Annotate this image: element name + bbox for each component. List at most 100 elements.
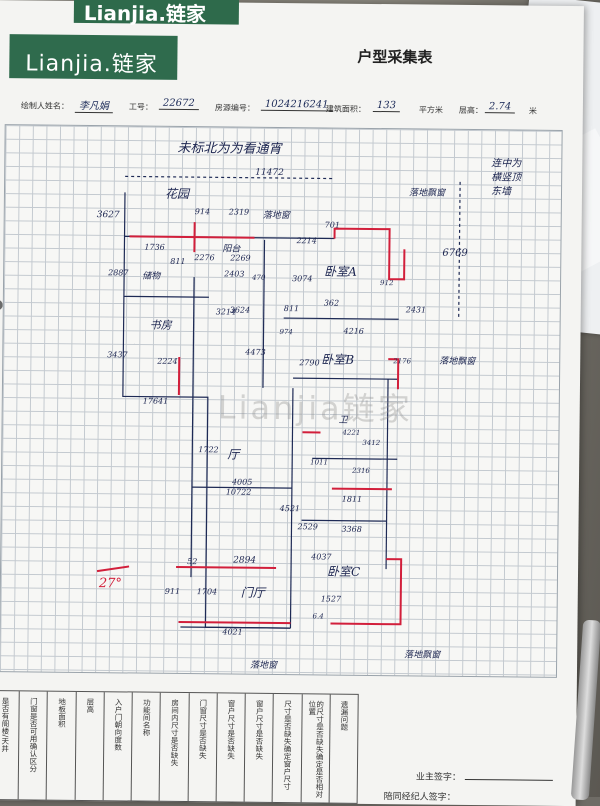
- table-col-header: 遗漏问题: [340, 701, 348, 731]
- dim-18: 811: [284, 304, 299, 313]
- dim-8: 2269: [230, 253, 250, 262]
- dim-45: 6.4: [313, 612, 324, 620]
- room-bedroom-c: 卧室C: [327, 563, 360, 580]
- dim-19: 362: [324, 298, 339, 307]
- dim-39: 2529: [297, 522, 317, 531]
- dim-42: 52: [187, 557, 197, 566]
- room-garden: 花园: [165, 185, 189, 202]
- checklist-table: 是否有阁楼/天井 门窗是否可用确认区分 地板面积 层高 入户门朝向度数 功能间名…: [0, 690, 359, 804]
- dim-17: 3214: [216, 307, 236, 316]
- listing-label: 房源编号：: [215, 102, 255, 113]
- room-bedroom-b: 卧室B: [321, 350, 354, 367]
- dim-16: 6769: [442, 248, 468, 259]
- table-col-header: 门窗是否可用确认区分: [29, 697, 38, 772]
- table-col-header: 的尺寸是否缺失确定是否相对位置: [307, 700, 324, 802]
- dim-38: 4521: [280, 504, 300, 513]
- dim-46: 1527: [321, 594, 341, 603]
- dim-23: 2224: [157, 357, 177, 366]
- table-col: 房间内尺寸是否缺失: [160, 693, 189, 801]
- dim-1: 3627: [97, 210, 120, 220]
- note-window-e: 落地窗: [250, 658, 277, 671]
- dim-43: 1704: [197, 587, 217, 596]
- corner-note-3: 东墙: [491, 182, 511, 197]
- wall-hall-right: [263, 240, 265, 388]
- dim-15: 912: [380, 279, 393, 287]
- drawer-value: 李凡娟: [75, 97, 113, 113]
- owner-signature-label: 业主签字：: [416, 772, 461, 782]
- dim-40: 4037: [311, 552, 331, 561]
- dim-10: 811: [170, 257, 185, 266]
- table-col-header: 房间内尺寸是否缺失: [170, 699, 179, 767]
- table-col: 地板面积: [47, 692, 76, 800]
- note-window-a: 落地飘窗: [409, 185, 445, 198]
- note-window-b: 落地飘窗: [439, 354, 475, 367]
- agent-signature: 陪同经纪人签字：: [384, 789, 456, 803]
- wall-bedroom-b-top: [284, 318, 399, 319]
- owner-signature-line[interactable]: [465, 779, 553, 781]
- table-col-header: 尺寸是否缺失确定窗户尺寸: [283, 700, 292, 790]
- table-col-header: 门窗尺寸是否缺失: [198, 699, 207, 759]
- table-col-header: 地板面积: [58, 698, 66, 728]
- drawer-label: 绘制人姓名：: [21, 100, 69, 112]
- table-col-header: 入户门朝向度数: [114, 698, 122, 751]
- wall-bedroom-divider: [124, 296, 209, 297]
- dim-13: 470: [252, 274, 265, 282]
- wall-inner-vertical: [191, 277, 194, 577]
- corner-note-2: 横竖顶: [491, 168, 521, 183]
- room-study: 书房: [150, 317, 172, 333]
- top-brand-strip: Lianjia.链家: [74, 0, 239, 25]
- listing-value: 1024216241: [261, 99, 333, 112]
- dim-27: 2790: [299, 358, 319, 367]
- dim-line-3368: [302, 520, 387, 521]
- dim-0: 11472: [255, 168, 284, 178]
- dim-9: 2887: [108, 268, 128, 277]
- table-col: 窗户尺寸是否缺失: [216, 693, 245, 801]
- dim-5: 2214: [296, 236, 316, 245]
- dim-36: 1811: [342, 495, 362, 504]
- agent-signature-label: 陪同经纪人签字：: [384, 792, 456, 803]
- dim-7: 2276: [194, 253, 214, 262]
- dim-28: 17641: [143, 397, 169, 406]
- wall-bedroom-b-bottom: [293, 378, 398, 379]
- floorplan-form-sheet: Lianjia.链家 Lianjia.链家 户型采集表 绘制人姓名： 李凡娟 工…: [0, 0, 584, 806]
- dim-37: 3368: [341, 525, 361, 534]
- red-entry-door: [176, 567, 276, 568]
- table-col: 入户门朝向度数: [104, 692, 133, 800]
- meta-row: 绘制人姓名： 李凡娟 工号： 22672 房源编号： 1024216241 建筑…: [21, 100, 541, 105]
- table-col: 门窗尺寸是否缺失: [188, 693, 217, 801]
- room-bedroom-a: 卧室A: [324, 262, 357, 279]
- form-title: 户型采集表: [357, 46, 432, 68]
- dim-26: 2176: [393, 357, 411, 365]
- floor-unit: 米: [529, 106, 537, 117]
- table-col: 门窗是否可用确认区分: [19, 691, 48, 799]
- table-col-header: 层高: [86, 698, 94, 713]
- dim-3: 2319: [229, 207, 249, 216]
- corner-note-1: 连中为: [491, 154, 521, 169]
- dim-32: 10722: [226, 487, 252, 496]
- table-col-header: 功能间名称: [142, 699, 150, 737]
- owner-signature: 业主签字：: [416, 769, 553, 783]
- dim-line-11472: [125, 176, 335, 178]
- area-unit: 平方米: [419, 104, 443, 115]
- room-hall: 厅: [227, 445, 239, 462]
- table-col-header: 窗户尺寸是否缺失: [255, 700, 264, 760]
- red-window-study: [332, 489, 392, 490]
- dim-30: 3412: [362, 439, 380, 447]
- job-value: 22672: [159, 98, 199, 110]
- dim-34: 1011: [310, 458, 328, 466]
- area-value: 133: [373, 100, 400, 112]
- sketch-heading: 未标北为为看通宵: [177, 137, 281, 157]
- job-label: 工号：: [129, 101, 153, 112]
- dim-41: 2894: [233, 556, 256, 566]
- red-window-bottom: [178, 622, 290, 623]
- table-col: 尺寸是否缺失确定窗户尺寸: [273, 694, 302, 802]
- dim-31: 1722: [198, 445, 218, 454]
- dim-44: 911: [165, 587, 180, 596]
- dim-20: 4216: [344, 327, 364, 336]
- dim-25: 974: [279, 328, 292, 336]
- room-entry: 门厅: [241, 584, 265, 601]
- lianjia-logo: Lianjia.链家: [9, 34, 177, 80]
- dim-6: 1736: [144, 243, 164, 252]
- table-col: 层高: [75, 692, 104, 800]
- watermark: Lianjia链家: [218, 382, 413, 430]
